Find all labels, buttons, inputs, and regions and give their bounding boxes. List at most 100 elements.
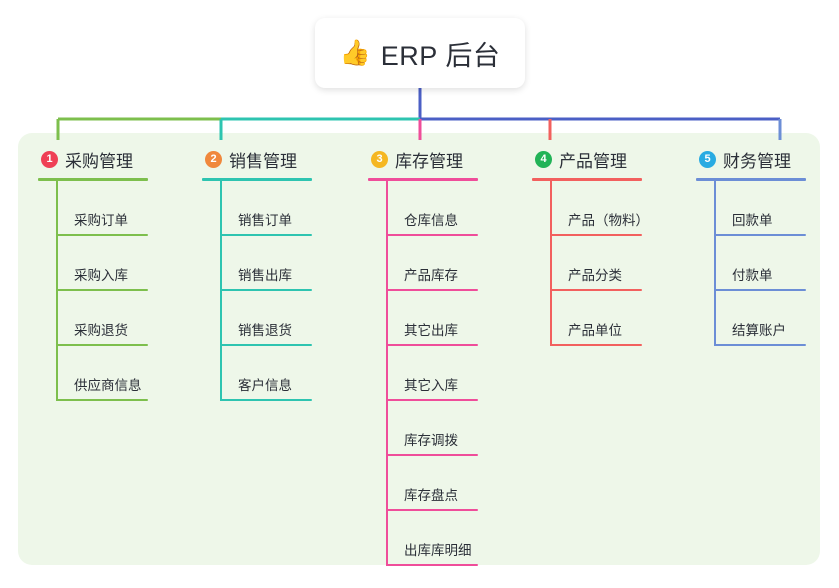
leaf-node[interactable]: 库存盘点	[386, 456, 478, 511]
branch-spine-5	[714, 181, 716, 346]
leaf-label: 回款单	[732, 213, 773, 228]
leaf-underline	[386, 344, 478, 346]
thumbs-up-icon: 👍	[339, 38, 371, 67]
leaf-underline	[550, 234, 642, 236]
branch-badge-3: 3	[371, 150, 388, 168]
leaf-underline	[56, 289, 148, 291]
leaf-label: 其它出库	[404, 323, 458, 338]
leaf-label: 销售出库	[238, 268, 292, 283]
leaf-label: 付款单	[732, 268, 773, 283]
leaf-label: 库存盘点	[404, 488, 458, 503]
branch-children-4: 产品（物料） 产品分类产品单位	[532, 181, 649, 346]
branch-children-1: 采购订单采购入库采购退货供应商信息	[38, 181, 148, 401]
leaf-node[interactable]: 付款单	[714, 236, 806, 291]
leaf-node[interactable]: 采购订单	[56, 181, 148, 236]
branch-title-4: 产品管理	[559, 151, 627, 171]
leaf-node[interactable]: 回款单	[714, 181, 806, 236]
branch-header-4[interactable]: 4 产品管理	[532, 146, 642, 172]
leaf-underline	[714, 234, 806, 236]
leaf-underline	[56, 399, 148, 401]
leaf-label: 采购入库	[74, 268, 128, 283]
leaf-underline	[386, 509, 478, 511]
leaf-label: 销售退货	[238, 323, 292, 338]
leaf-label: 销售订单	[238, 213, 292, 228]
leaf-node[interactable]: 销售订单	[220, 181, 312, 236]
branch-underline-1	[38, 178, 148, 181]
branch-underline-4	[532, 178, 642, 181]
branch-underline-2	[202, 178, 312, 181]
leaf-label: 产品库存	[404, 268, 458, 283]
leaf-node[interactable]: 销售出库	[220, 236, 312, 291]
branch-children-2: 销售订单销售出库销售退货客户信息	[202, 181, 312, 401]
branch-badge-5: 5	[699, 150, 716, 168]
leaf-underline	[550, 289, 642, 291]
branch-underline-5	[696, 178, 806, 181]
leaf-node[interactable]: 其它出库	[386, 291, 478, 346]
branch-header-1[interactable]: 1 采购管理	[38, 146, 148, 172]
branch-2: 2 销售管理销售订单销售出库销售退货客户信息	[202, 146, 312, 401]
leaf-node[interactable]: 出库库明细	[386, 511, 478, 566]
leaf-underline	[56, 234, 148, 236]
leaf-label: 结算账户	[732, 323, 786, 338]
branch-title-1: 采购管理	[65, 151, 133, 171]
leaf-label: 其它入库	[404, 378, 458, 393]
branch-3: 3 库存管理仓库信息产品库存其它出库其它入库库存调拨库存盘点出库库明细	[368, 146, 478, 566]
branch-badge-1: 1	[41, 150, 58, 168]
leaf-node[interactable]: 结算账户	[714, 291, 806, 346]
branch-children-3: 仓库信息产品库存其它出库其它入库库存调拨库存盘点出库库明细	[368, 181, 478, 566]
leaf-node[interactable]: 产品分类	[550, 236, 642, 291]
branch-spine-3	[386, 181, 388, 566]
leaf-underline	[386, 234, 478, 236]
leaf-label: 出库库明细	[404, 543, 472, 558]
leaf-underline	[386, 454, 478, 456]
diagram-background-panel	[18, 133, 820, 565]
leaf-node[interactable]: 采购退货	[56, 291, 148, 346]
branch-4: 4 产品管理产品（物料） 产品分类产品单位	[532, 146, 649, 346]
leaf-label: 供应商信息	[74, 378, 142, 393]
leaf-node[interactable]: 其它入库	[386, 346, 478, 401]
branch-header-3[interactable]: 3 库存管理	[368, 146, 478, 172]
leaf-label: 客户信息	[238, 378, 292, 393]
leaf-underline	[220, 234, 312, 236]
leaf-underline	[386, 399, 478, 401]
root-node[interactable]: 👍 ERP 后台	[315, 18, 525, 88]
leaf-node[interactable]: 库存调拨	[386, 401, 478, 456]
leaf-underline	[550, 344, 642, 346]
leaf-underline	[220, 344, 312, 346]
branch-header-2[interactable]: 2 销售管理	[202, 146, 312, 172]
leaf-label: 产品分类	[568, 268, 622, 283]
branch-badge-2: 2	[205, 150, 222, 168]
leaf-node[interactable]: 仓库信息	[386, 181, 478, 236]
leaf-underline	[386, 564, 478, 566]
branch-title-5: 财务管理	[723, 151, 791, 171]
leaf-label: 采购退货	[74, 323, 128, 338]
branch-5: 5 财务管理回款单付款单结算账户	[696, 146, 806, 346]
branch-header-5[interactable]: 5 财务管理	[696, 146, 806, 172]
leaf-node[interactable]: 产品单位	[550, 291, 642, 346]
leaf-label: 产品单位	[568, 323, 622, 338]
leaf-node[interactable]: 客户信息	[220, 346, 312, 401]
leaf-label: 产品（物料）	[568, 213, 649, 228]
branch-spine-4	[550, 181, 552, 346]
leaf-node[interactable]: 产品（物料）	[550, 181, 649, 236]
branch-underline-3	[368, 178, 478, 181]
branch-children-5: 回款单付款单结算账户	[696, 181, 806, 346]
leaf-underline	[714, 289, 806, 291]
branch-badge-4: 4	[535, 150, 552, 168]
leaf-underline	[220, 289, 312, 291]
leaf-label: 仓库信息	[404, 213, 458, 228]
branch-spine-1	[56, 181, 58, 401]
leaf-underline	[56, 344, 148, 346]
leaf-node[interactable]: 采购入库	[56, 236, 148, 291]
leaf-node[interactable]: 供应商信息	[56, 346, 148, 401]
leaf-underline	[220, 399, 312, 401]
branch-spine-2	[220, 181, 222, 401]
branch-title-2: 销售管理	[229, 151, 297, 171]
branch-title-3: 库存管理	[395, 151, 463, 171]
leaf-underline	[714, 344, 806, 346]
branch-1: 1 采购管理采购订单采购入库采购退货供应商信息	[38, 146, 148, 401]
leaf-node[interactable]: 销售退货	[220, 291, 312, 346]
leaf-node[interactable]: 产品库存	[386, 236, 478, 291]
leaf-underline	[386, 289, 478, 291]
